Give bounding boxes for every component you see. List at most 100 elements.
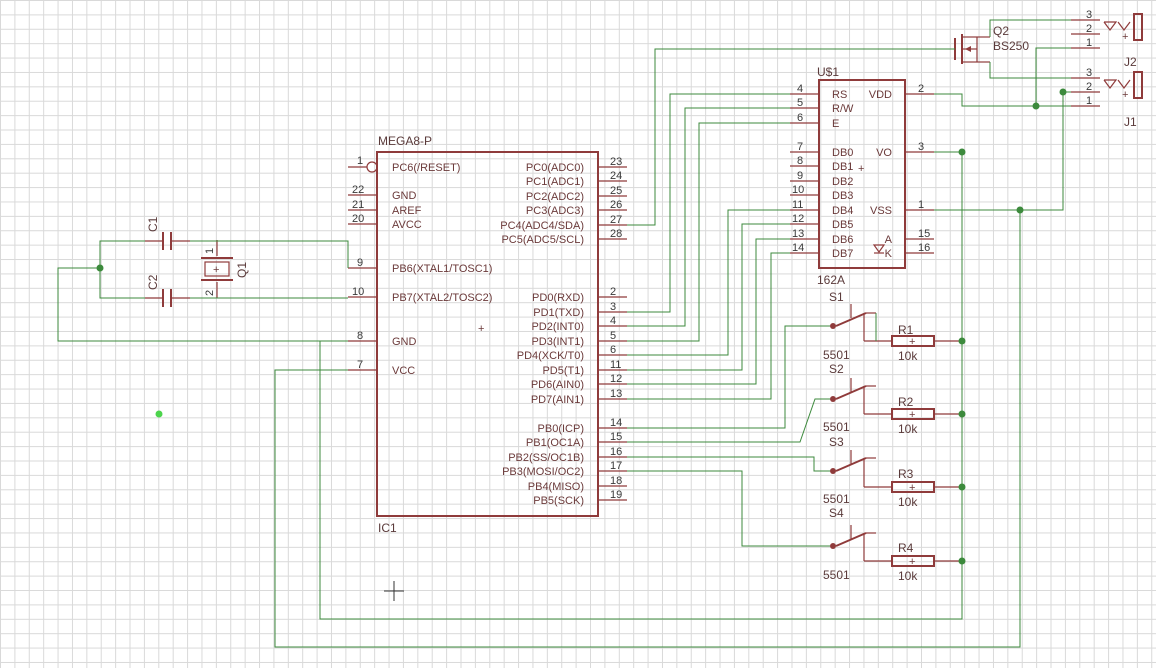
connector-j1[interactable]: 3 2 1 + J1 <box>1071 67 1143 129</box>
ic1-right-pins: 23 24 25 26 27 28 2 3 4 5 6 11 12 13 14 … <box>500 156 627 507</box>
resistor-r2[interactable]: R2 + 10k <box>864 395 962 436</box>
lcd-pin-num: 1 <box>918 199 924 211</box>
ic1-pin-label: PC0(ADC0) <box>526 162 584 174</box>
switch-s3[interactable]: S3 5501 <box>823 435 876 506</box>
connector-pin-num: 2 <box>1086 81 1092 93</box>
ic1-pin-num: 10 <box>352 286 364 298</box>
lcd-pin-label: VDD <box>869 89 892 101</box>
ic1-pin-num: 12 <box>610 373 622 385</box>
svg-text:+: + <box>1122 31 1128 43</box>
capacitor-c1[interactable]: C1 <box>145 216 190 250</box>
ic1-pin-label: GND <box>392 190 417 202</box>
ic1-pin-num: 23 <box>610 156 622 168</box>
svg-text:+: + <box>213 264 219 276</box>
lcd-value: 162A <box>817 273 845 287</box>
ic1-name: IC1 <box>378 521 397 535</box>
ic1-pin-label: PD3(INT1) <box>531 336 584 348</box>
free-junction-dot <box>155 410 163 418</box>
ic1-pin-label: PB4(MISO) <box>528 481 584 493</box>
ic1-pin-label: PB6(XTAL1/TOSC1) <box>392 263 492 275</box>
junction-dot <box>958 483 966 491</box>
ic1-symbol[interactable]: MEGA8-P IC1 + 1 22 21 20 9 10 8 7 PC6(/R… <box>348 134 627 535</box>
switch-value: 5501 <box>823 568 850 582</box>
lcd-pin-num: 8 <box>797 155 803 167</box>
lcd-pin-num: 14 <box>792 242 804 254</box>
net-pb1-s2[interactable] <box>627 398 830 443</box>
net-db7[interactable] <box>627 252 790 400</box>
net-ground[interactable] <box>319 151 963 620</box>
net-mosfet-drain[interactable] <box>989 19 1071 37</box>
lcd-symbol[interactable]: U$1 162A + 4 5 6 7 8 9 10 11 <box>790 65 934 287</box>
ic1-pin-label: PC2(ADC2) <box>526 191 584 203</box>
switch-name: S1 <box>829 290 844 304</box>
net-mosfet-source[interactable] <box>989 62 1071 79</box>
ic1-pin-label: PD7(AIN1) <box>531 394 584 406</box>
switch-value: 5501 <box>823 348 850 362</box>
capacitor-c2[interactable]: C2 <box>145 274 190 307</box>
ic1-pin-label: GND <box>392 336 417 348</box>
net-vdd[interactable] <box>934 93 1071 107</box>
ic1-pin-label: PD6(AIN0) <box>531 379 584 391</box>
ic1-pin-label: PD2(INT0) <box>531 321 584 333</box>
lcd-pin-label: E <box>832 118 839 130</box>
switch-name: S4 <box>829 506 844 520</box>
connector-name: J1 <box>1124 115 1137 129</box>
lcd-body <box>818 79 906 269</box>
resistor-r3[interactable]: R3 + 10k <box>864 467 962 509</box>
crystal-q1[interactable]: + 1 2 Q1 <box>201 240 249 298</box>
lcd-backlight-diode-icon <box>872 244 886 254</box>
ic1-pin-num: 13 <box>610 388 622 400</box>
net-j1-pin2[interactable] <box>1020 91 1071 211</box>
junction-dot <box>1016 206 1024 214</box>
switch-s2[interactable]: S2 5501 <box>823 362 876 434</box>
connector-j2[interactable]: 3 2 1 + J2 <box>1071 9 1143 69</box>
ic1-pin-num: 24 <box>610 170 622 182</box>
ic1-pin-label: AREF <box>392 205 422 217</box>
resistor-name: R1 <box>898 323 914 337</box>
net-gnd-left[interactable] <box>57 267 348 342</box>
connector-pin-num: 1 <box>1086 95 1092 107</box>
mosfet-q2[interactable]: Q2 BS250 <box>954 24 1029 64</box>
lcd-pin-label: A <box>885 234 893 246</box>
net-db5[interactable] <box>627 223 790 371</box>
lcd-pin-label: DB3 <box>832 190 853 202</box>
resistor-name: R3 <box>898 467 914 481</box>
net-rw[interactable] <box>627 107 790 327</box>
ic1-pin-num: 25 <box>610 185 622 197</box>
ic1-left-pins: 1 22 21 20 9 10 8 7 PC6(/RESET) GND AREF… <box>348 155 492 377</box>
connector-pin-num: 2 <box>1086 23 1092 35</box>
net-pb2-s3[interactable] <box>627 456 830 472</box>
ic1-pin-label: PC1(ADC1) <box>526 176 584 188</box>
resistor-value: 10k <box>898 349 918 363</box>
capacitor-name: C2 <box>146 274 160 290</box>
net-vcc[interactable] <box>274 209 1021 648</box>
net-j2-pin1[interactable] <box>1035 47 1071 106</box>
switch-s4[interactable]: S4 5501 <box>823 506 876 582</box>
switch-s1[interactable]: S1 5501 <box>823 290 876 362</box>
net-pc4-gate[interactable] <box>627 48 955 226</box>
net-cap-ground[interactable] <box>99 240 145 299</box>
nets[interactable] <box>57 19 1071 648</box>
net-db4[interactable] <box>627 209 790 356</box>
net-pb0-s1[interactable] <box>627 325 830 429</box>
net-rs[interactable] <box>627 93 790 313</box>
net-pb3-s4[interactable] <box>627 470 830 547</box>
switch-value: 5501 <box>823 492 850 506</box>
ic1-pin-num: 16 <box>610 446 622 458</box>
net-e[interactable] <box>627 122 790 342</box>
svg-text:+: + <box>1122 89 1128 101</box>
resistor-r1[interactable]: R1 + 10k <box>864 323 962 363</box>
connector-pin-num: 3 <box>1086 67 1092 79</box>
ic1-pin-num: 27 <box>610 214 622 226</box>
mosfet-value: BS250 <box>993 39 1029 53</box>
ic1-pin-num: 11 <box>610 359 621 371</box>
ic1-pin-label: PC5(ADC5/SCL) <box>501 234 584 246</box>
lcd-pin-label: R/W <box>832 103 854 115</box>
ic1-pin-label: PB2(SS/OC1B) <box>508 452 584 464</box>
net-xtal1[interactable] <box>190 240 349 268</box>
resistor-r4[interactable]: R4 + 10k <box>864 541 962 583</box>
lcd-name: U$1 <box>817 65 839 79</box>
net-db6[interactable] <box>627 238 790 385</box>
